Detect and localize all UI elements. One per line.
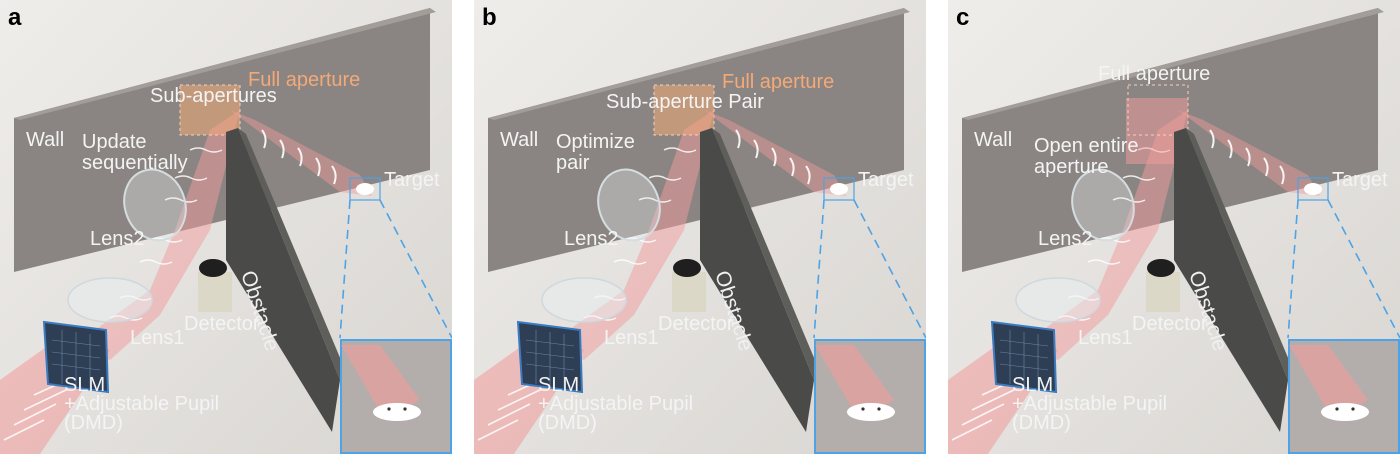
wall-label: Wall <box>26 129 65 151</box>
inset-target-eye-left <box>861 407 865 411</box>
sub-aperture-grid <box>179 84 241 136</box>
reflected-wavefronts <box>735 129 811 185</box>
target-box <box>349 177 381 201</box>
scene-illustration <box>948 0 1400 454</box>
inset-target-eye-right <box>877 407 881 411</box>
wall-top-edge <box>962 8 1384 120</box>
lens2 <box>597 168 661 242</box>
slm-grid <box>525 330 575 388</box>
slm-label: SLM +Adjustable Pupil (DMD) <box>64 374 220 434</box>
scene-illustration <box>0 0 452 454</box>
lens1-label: Lens1 <box>1078 327 1133 349</box>
lens2-label: Lens2 <box>564 228 619 250</box>
target-icon <box>1304 183 1322 195</box>
panel-letter: a <box>8 4 22 31</box>
action-label: Optimize pair <box>556 131 635 174</box>
aperture-title-label: Sub-aperture Pair <box>606 91 764 113</box>
detector-lens <box>1147 259 1175 277</box>
beam-path <box>536 110 714 360</box>
beam-path <box>62 110 240 360</box>
wall-top-edge <box>14 8 436 120</box>
full-aperture-box <box>180 85 240 135</box>
scene-illustration <box>474 0 926 454</box>
lens2 <box>123 168 187 242</box>
sub-aperture-grid <box>653 84 715 136</box>
target-icon <box>356 183 374 195</box>
reflected-wavefronts <box>261 129 337 185</box>
inset-connector-right <box>853 199 926 339</box>
full-aperture-box <box>654 85 714 135</box>
obstacle-side <box>712 128 820 380</box>
target-label: Target <box>1332 169 1388 191</box>
target-icon <box>830 183 848 195</box>
inset-beam <box>1289 345 1368 420</box>
panel-letter: b <box>482 4 497 31</box>
inset-target-eye-left <box>387 407 391 411</box>
inset-connector-left <box>339 199 351 339</box>
lens1 <box>1015 277 1101 323</box>
aperture-title-label: Sub-apertures <box>150 85 277 107</box>
obstacle-side <box>1186 128 1294 380</box>
panel-c: c Wall Full aperture Open entire apertur… <box>948 0 1400 454</box>
detector-lens <box>673 259 701 277</box>
target-box <box>823 177 855 201</box>
reflected-wavefronts <box>1209 129 1285 185</box>
action-label: Update sequentially <box>82 131 188 174</box>
beam-wavefronts <box>583 147 697 321</box>
aperture-title-label: Full aperture <box>1098 63 1211 85</box>
obstacle <box>1174 128 1288 432</box>
detector-label: Detector <box>658 313 734 335</box>
detector-label: Detector <box>184 313 260 335</box>
inset-target-eye-right <box>1351 407 1355 411</box>
slm-label: SLM +Adjustable Pupil (DMD) <box>1012 374 1168 434</box>
full-aperture-label: Full aperture <box>248 69 361 91</box>
obstacle <box>226 128 340 432</box>
detector <box>198 272 232 312</box>
lens1-label: Lens1 <box>604 327 659 349</box>
full-aperture-label: Full aperture <box>722 71 835 93</box>
detector <box>1146 272 1180 312</box>
inset-connector-right <box>1327 199 1400 339</box>
action-label: Open entire aperture <box>1034 135 1139 178</box>
lens1 <box>67 277 153 323</box>
lens2-label: Lens2 <box>90 228 145 250</box>
beam-path <box>1010 110 1188 360</box>
obstacle-side <box>238 128 346 380</box>
inset-target-eye-left <box>1335 407 1339 411</box>
slm-grid <box>51 330 101 388</box>
lens2-label: Lens2 <box>1038 228 1093 250</box>
inset-beam <box>815 345 894 420</box>
inset-connector-left <box>813 199 825 339</box>
panel-a: a Wall Sub-apertures Full aperture Updat… <box>0 0 452 454</box>
target-label: Target <box>384 169 440 191</box>
lens1-label: Lens1 <box>130 327 185 349</box>
slm-grid <box>999 330 1049 388</box>
inset-beam <box>341 345 420 420</box>
detector-lens <box>199 259 227 277</box>
inset-connector-right <box>379 199 452 339</box>
sub-aperture-grid <box>1127 84 1189 136</box>
detector-label: Detector <box>1132 313 1208 335</box>
obstacle <box>700 128 814 432</box>
inset-target <box>1321 403 1369 421</box>
inset-target <box>373 403 421 421</box>
lens1 <box>541 277 627 323</box>
panel-b: b Wall Sub-aperture Pair Full aperture O… <box>474 0 926 454</box>
inset-target-eye-right <box>403 407 407 411</box>
inset-connector-left <box>1287 199 1299 339</box>
lens2 <box>1071 168 1135 242</box>
wall-label: Wall <box>500 129 539 151</box>
beam-wavefronts <box>109 147 223 321</box>
detector <box>672 272 706 312</box>
target-box <box>1297 177 1329 201</box>
inset-target <box>847 403 895 421</box>
panel-letter: c <box>956 4 970 31</box>
wall-label: Wall <box>974 129 1013 151</box>
target-label: Target <box>858 169 914 191</box>
slm-label: SLM +Adjustable Pupil (DMD) <box>538 374 694 434</box>
wall-top-edge <box>488 8 910 120</box>
